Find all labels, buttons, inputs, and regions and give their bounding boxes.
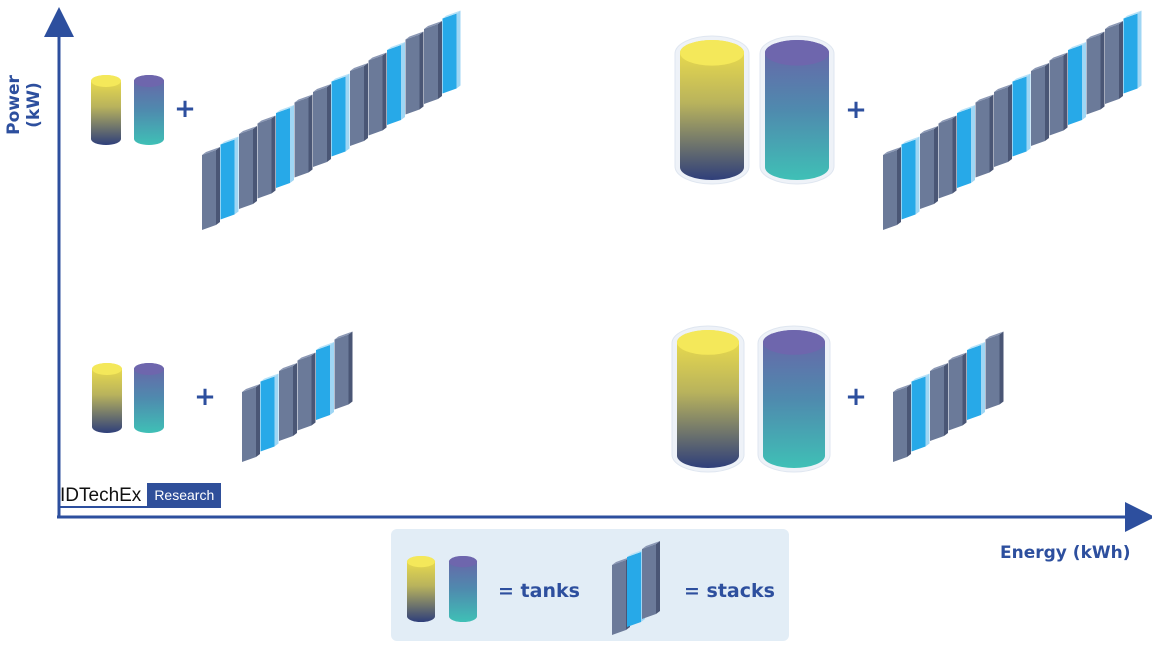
- membrane-plate: [911, 373, 930, 452]
- tank-icon: [134, 363, 164, 433]
- stack-plate: [994, 84, 1012, 167]
- membrane-plate: [387, 42, 405, 125]
- stack-plate: [368, 52, 387, 136]
- stack-plate: [1031, 63, 1049, 146]
- stack-plate: [1049, 52, 1068, 136]
- membrane-plate: [260, 373, 279, 452]
- stack-plate: [405, 31, 424, 115]
- membrane-plate: [1068, 42, 1086, 125]
- stack-plate: [938, 115, 957, 199]
- stack-plate: [883, 147, 901, 230]
- stack-plate: [1105, 21, 1123, 104]
- membrane-plate: [1123, 10, 1142, 94]
- quadrant-bottom-right: +: [671, 325, 1004, 473]
- membrane-plate: [957, 105, 975, 188]
- stack-plate: [893, 384, 911, 462]
- quadrant-top-right: +: [674, 10, 1142, 230]
- tank-icon: [134, 75, 164, 145]
- stack-plate: [1086, 31, 1105, 115]
- stack-plate: [985, 331, 1004, 410]
- plus-symbol: +: [174, 94, 196, 124]
- tank-icon: [757, 325, 831, 473]
- stack-plate: [294, 94, 313, 178]
- membrane-plate: [276, 105, 294, 188]
- membrane-plate: [1012, 73, 1031, 157]
- fuel-cell-stack-icon: [242, 331, 353, 462]
- stack-plate: [202, 147, 220, 230]
- stack-plate: [920, 126, 938, 209]
- fuel-cell-stack-icon: [883, 10, 1142, 230]
- legend-tanks-label: = tanks: [498, 580, 580, 602]
- stack-plate: [930, 363, 948, 441]
- stack-plate: [297, 352, 316, 431]
- fuel-cell-stack-icon: [202, 10, 461, 230]
- stack-plate: [313, 84, 331, 167]
- stack-plate: [334, 331, 353, 410]
- legend-stacks-label: = stacks: [684, 580, 775, 602]
- stack-plate: [350, 63, 368, 146]
- stack-plate: [424, 21, 442, 104]
- plus-symbol: +: [845, 95, 867, 125]
- stack-plate: [242, 384, 260, 462]
- logo-brand: IDTechEx: [60, 483, 148, 508]
- membrane-plate: [901, 136, 920, 220]
- stack-plate: [257, 115, 276, 199]
- plus-symbol: +: [845, 382, 867, 412]
- tank-icon: [671, 325, 745, 473]
- logo-research-tag: Research: [147, 483, 222, 508]
- membrane-plate: [967, 342, 985, 420]
- tank-icon: [759, 35, 835, 185]
- tank-icon: [674, 35, 750, 185]
- plus-symbol: +: [194, 382, 216, 412]
- x-axis-label: Energy (kWh): [1000, 543, 1131, 563]
- membrane-plate: [331, 73, 350, 157]
- tank-icon: [91, 75, 121, 145]
- quadrant-bottom-left: +: [92, 331, 353, 462]
- quadrant-layer: + + + +: [91, 10, 1142, 473]
- membrane-plate: [442, 10, 461, 94]
- membrane-plate: [316, 342, 334, 420]
- stack-plate: [279, 363, 297, 441]
- stack-plate: [239, 126, 257, 209]
- stack-plate: [975, 94, 994, 178]
- membrane-plate: [220, 136, 239, 220]
- quadrant-top-left: +: [91, 10, 461, 230]
- y-axis-label: Power (kW): [4, 75, 44, 135]
- stack-plate: [948, 352, 967, 431]
- tank-icon: [92, 363, 122, 433]
- fuel-cell-stack-icon: [893, 331, 1004, 462]
- idtechex-logo: IDTechEx Research: [60, 483, 222, 508]
